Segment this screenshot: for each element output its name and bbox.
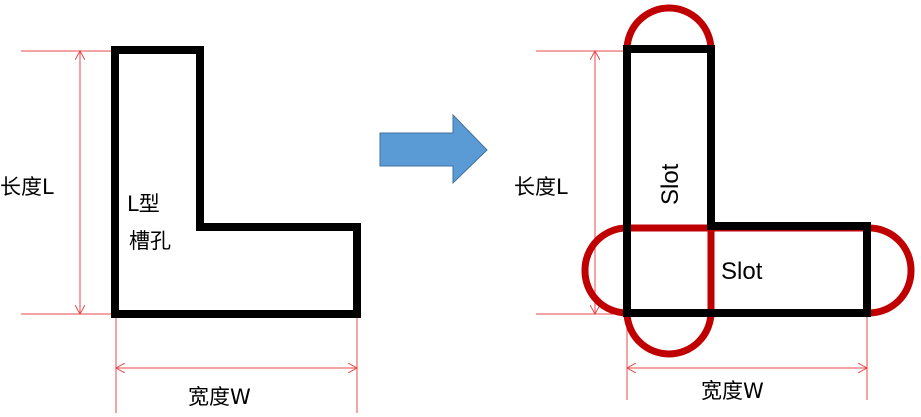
l-slot-outline <box>623 45 871 317</box>
width-label: 宽度W <box>701 379 764 403</box>
horizontal-slot-label: Slot <box>721 258 763 285</box>
right-slot-decomposition-figure: 长度L 宽度W Slot Slot <box>514 4 915 403</box>
left-l-slot-figure: 长度L 宽度W L型 槽孔 <box>0 46 361 413</box>
shape-label-line1: L型 <box>127 192 160 216</box>
right-arrow-icon <box>379 113 488 185</box>
vertical-slot-label: Slot <box>657 163 684 205</box>
width-label: 宽度W <box>188 385 251 409</box>
l-slot-outline <box>111 46 361 318</box>
shape-label-line2: 槽孔 <box>129 229 171 253</box>
length-label: 长度L <box>0 175 54 199</box>
length-label: 长度L <box>514 175 568 199</box>
